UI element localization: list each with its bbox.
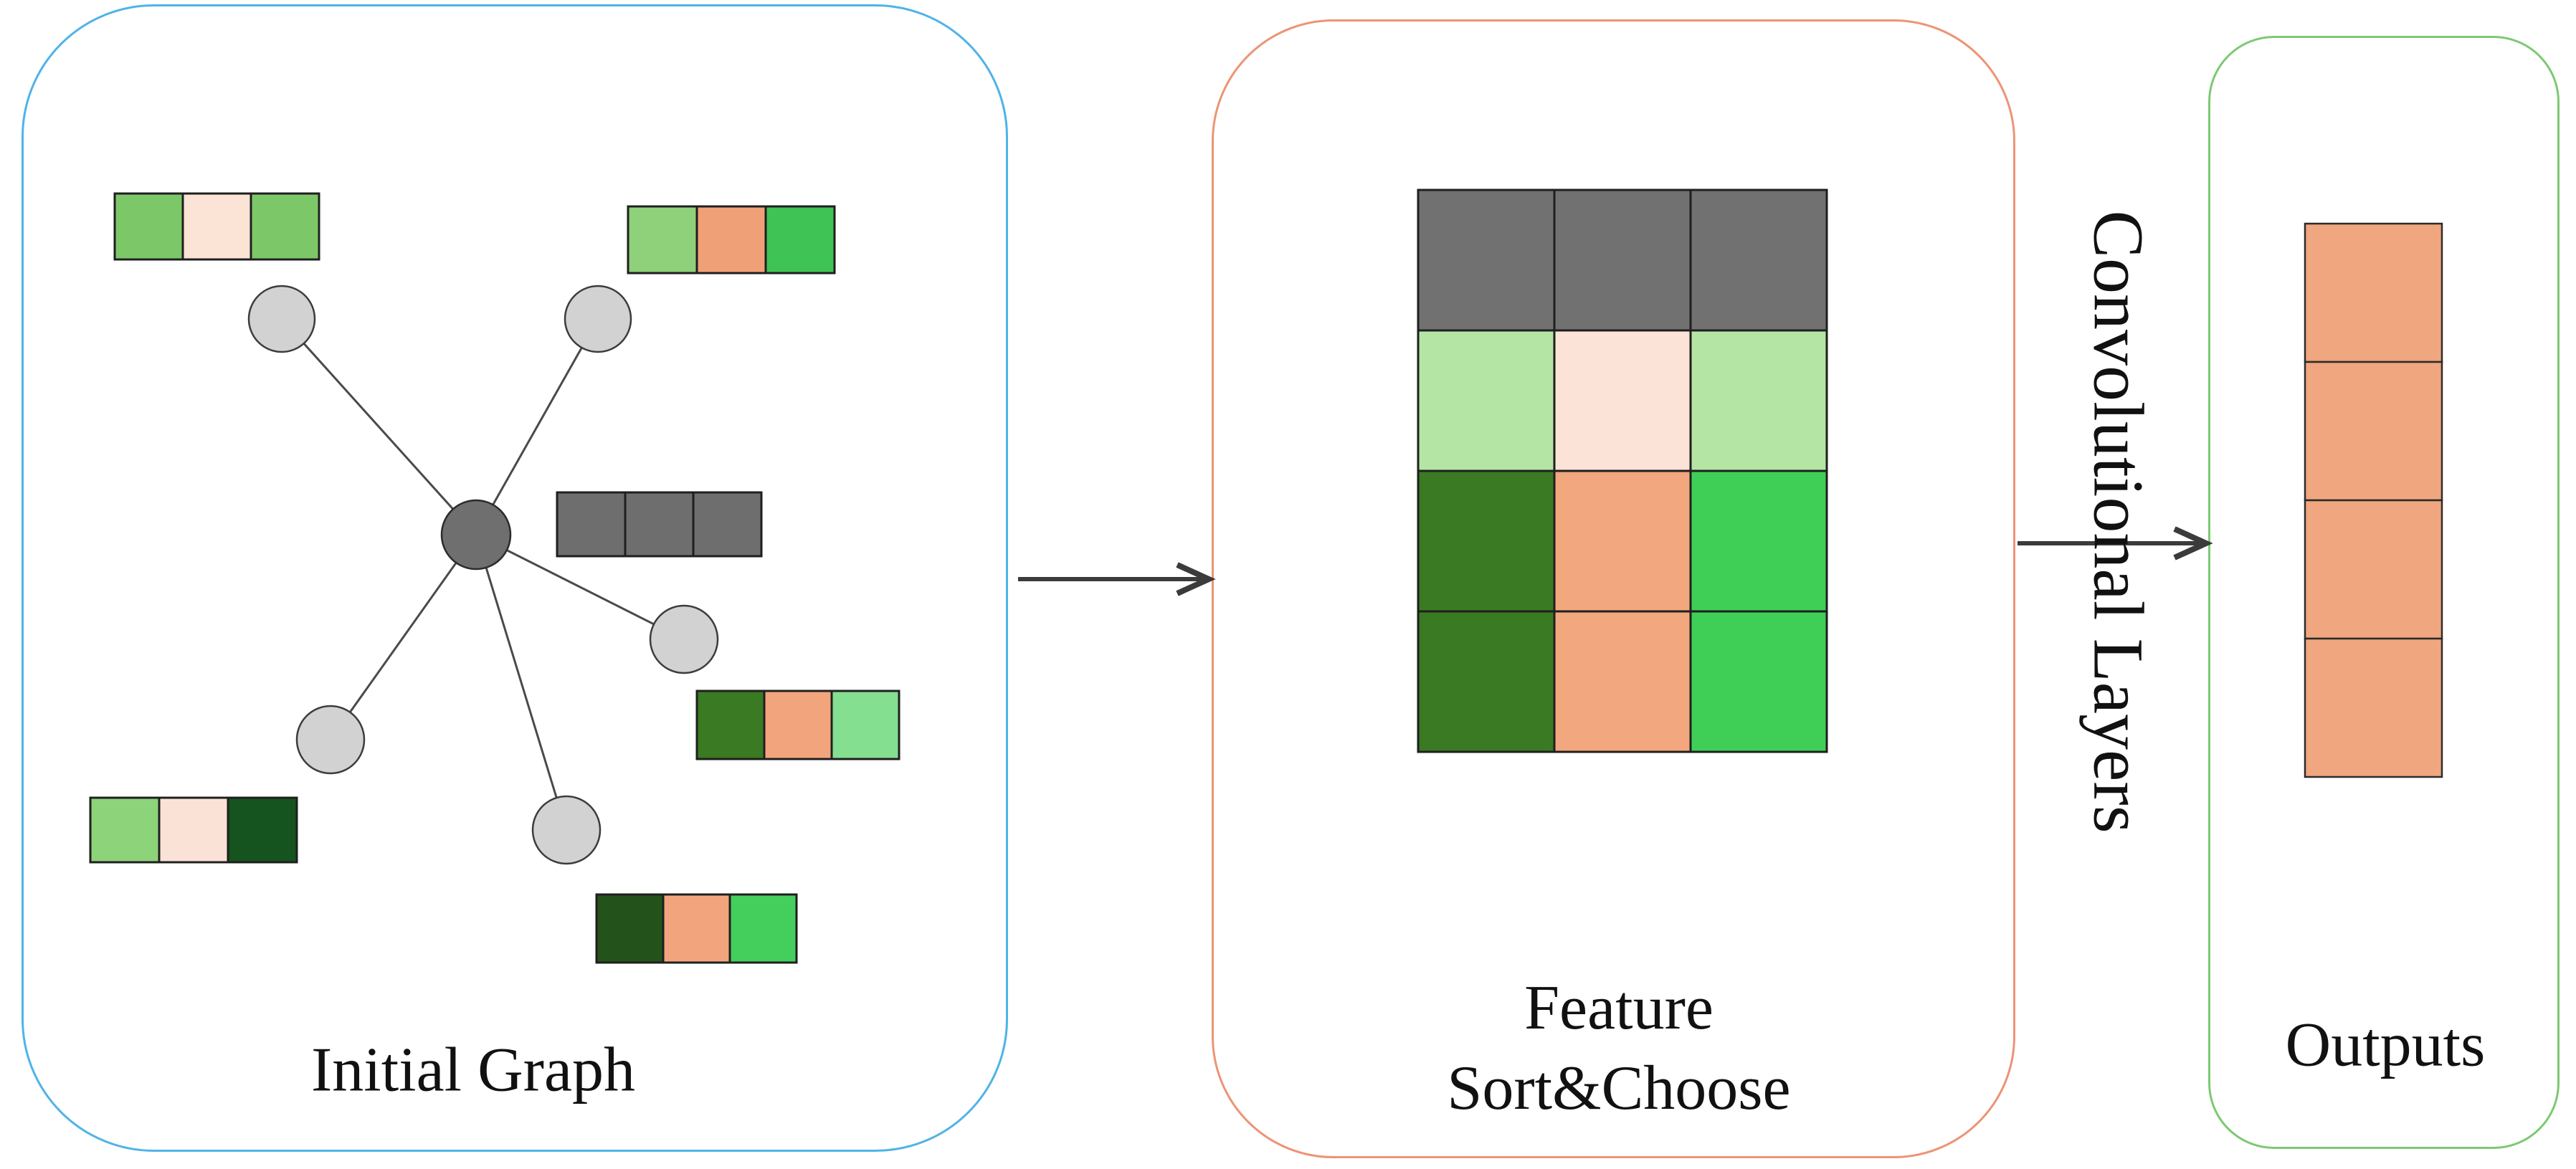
feature-bar-3-cell-3 — [692, 491, 763, 558]
graph-edge — [280, 318, 477, 536]
graph-edge — [475, 534, 568, 831]
graph-node-4 — [295, 705, 366, 775]
feature-bar-2-cell-2 — [695, 205, 767, 275]
feature-bar-4-cell-1 — [695, 690, 766, 760]
feature-bar-3-cell-1 — [556, 491, 627, 558]
matrix-cell-r1-c3 — [1689, 189, 1828, 332]
graph-edge — [475, 318, 599, 535]
feature-bar-5-cell-1 — [89, 796, 161, 864]
feature-bar-6-cell-2 — [662, 893, 731, 964]
feature-bar-1-cell-2 — [181, 192, 252, 261]
graph-node-2 — [564, 285, 632, 353]
feature-sort-label-line1: Feature — [1524, 973, 1714, 1043]
feature-bar-1-cell-1 — [113, 192, 184, 261]
feature-bar-2-cell-1 — [627, 205, 698, 275]
initial-graph-label: Initial Graph — [310, 1035, 636, 1105]
feature-bar-2-cell-3 — [764, 205, 836, 275]
matrix-cell-r4-c2 — [1553, 610, 1692, 753]
matrix-cell-r1-c1 — [1417, 189, 1556, 332]
graph-node-1 — [247, 285, 316, 353]
outputs-label: Outputs — [2285, 1010, 2486, 1080]
output-cell-3 — [2304, 499, 2443, 640]
feature-bar-6-cell-1 — [595, 893, 665, 964]
matrix-cell-r3-c1 — [1417, 469, 1556, 613]
feature-sort-label-line2: Sort&Choose — [1447, 1054, 1791, 1123]
graph-edge — [475, 533, 685, 641]
output-cell-1 — [2304, 222, 2443, 363]
matrix-cell-r4-c1 — [1417, 610, 1556, 753]
feature-bar-1-cell-3 — [249, 192, 320, 261]
feature-bar-6-cell-3 — [728, 893, 798, 964]
flow-arrow-1-head-icon — [1176, 562, 1216, 596]
output-cell-2 — [2304, 361, 2443, 502]
matrix-cell-r4-c3 — [1689, 610, 1828, 753]
matrix-cell-r3-c3 — [1689, 469, 1828, 613]
convolutional-layers-label: Convolutional Layers — [2078, 210, 2159, 834]
output-cell-4 — [2304, 637, 2443, 778]
graph-center-node — [440, 499, 512, 571]
feature-sort-label: Feature Sort&Choose — [1447, 968, 1790, 1129]
flow-arrow-2-head-icon — [2173, 526, 2213, 560]
matrix-cell-r1-c2 — [1553, 189, 1692, 332]
matrix-cell-r2-c2 — [1553, 329, 1692, 472]
feature-bar-4-cell-2 — [763, 690, 833, 760]
graph-node-3 — [649, 604, 719, 674]
feature-bar-3-cell-2 — [624, 491, 695, 558]
feature-bar-5-cell-2 — [158, 796, 229, 864]
feature-bar-5-cell-3 — [227, 796, 298, 864]
matrix-cell-r3-c2 — [1553, 469, 1692, 613]
feature-bar-4-cell-3 — [830, 690, 900, 760]
matrix-cell-r2-c1 — [1417, 329, 1556, 472]
graph-node-5 — [531, 795, 602, 865]
matrix-cell-r2-c3 — [1689, 329, 1828, 472]
graph-edge — [329, 534, 477, 740]
